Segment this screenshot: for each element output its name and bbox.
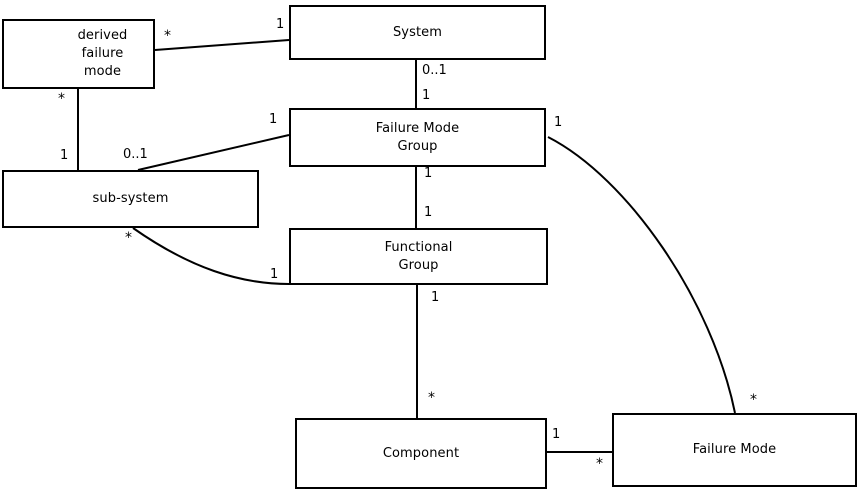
multiplicity-label: * — [596, 456, 603, 472]
class-name-label: Functional Group — [384, 239, 453, 273]
association-line — [154, 39, 290, 51]
multiplicity-label: * — [750, 392, 757, 408]
class-box-derived-failure-mode[interactable]: derived failure mode — [2, 19, 155, 89]
multiplicity-label: 0..1 — [123, 147, 148, 162]
multiplicity-label: 1 — [431, 290, 440, 305]
class-name-label: Failure Mode — [692, 442, 777, 457]
class-name-label: System — [392, 24, 443, 40]
association-line — [137, 134, 290, 171]
multiplicity-label: 1 — [270, 267, 279, 282]
class-box-failure-mode-group[interactable]: Failure Mode Group — [289, 108, 546, 167]
multiplicity-label: 1 — [552, 427, 561, 442]
multiplicity-label: * — [125, 230, 132, 246]
multiplicity-label: 1 — [422, 88, 431, 103]
class-name-label: sub-system — [92, 191, 169, 206]
class-box-system[interactable]: System — [289, 5, 546, 60]
class-name-label: derived failure mode — [77, 28, 128, 79]
multiplicity-label: 1 — [424, 166, 433, 181]
multiplicity-label: 1 — [276, 17, 285, 32]
class-box-sub-system[interactable]: sub-system — [2, 170, 259, 228]
multiplicity-label: * — [58, 91, 65, 107]
class-name-label: Component — [382, 445, 460, 461]
multiplicity-label: 1 — [424, 205, 433, 220]
association-line — [547, 136, 736, 414]
multiplicity-label: 1 — [269, 112, 278, 127]
multiplicity-label: 1 — [60, 148, 69, 163]
class-box-component[interactable]: Component — [295, 418, 547, 489]
class-box-failure-mode[interactable]: Failure Mode — [612, 413, 857, 487]
multiplicity-label: 1 — [554, 115, 563, 130]
class-name-label: Failure Mode Group — [375, 120, 460, 154]
multiplicity-label: 0..1 — [422, 63, 447, 78]
association-line — [132, 227, 290, 285]
multiplicity-label: * — [164, 28, 171, 44]
class-box-functional-group[interactable]: Functional Group — [289, 228, 548, 285]
multiplicity-label: * — [428, 390, 435, 406]
